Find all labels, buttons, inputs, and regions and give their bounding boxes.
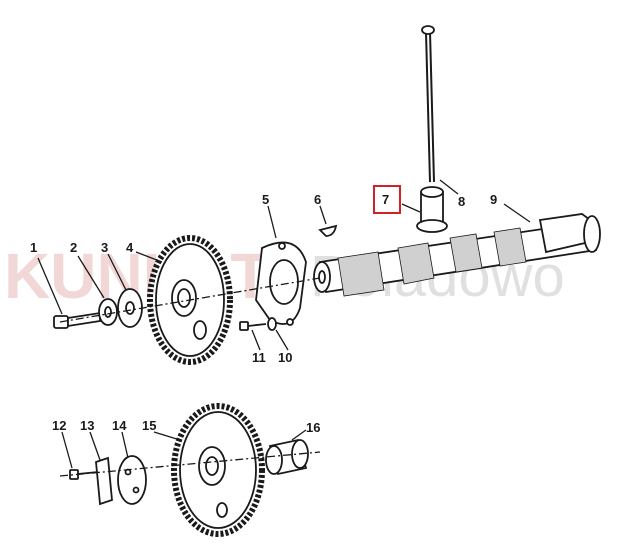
label-part-14: 14	[112, 418, 127, 433]
leader-lines	[37, 179, 531, 469]
label-part-13: 13	[80, 418, 94, 433]
gear-15	[171, 403, 265, 537]
woodruff-key-6	[318, 224, 338, 237]
label-part-4: 4	[126, 240, 134, 255]
bolt-12	[69, 469, 99, 480]
washer-2	[98, 298, 118, 326]
label-part-1: 1	[30, 240, 37, 255]
label-part-12: 12	[52, 418, 66, 433]
label-part-8: 8	[458, 194, 465, 209]
gasket-plate-5	[255, 241, 307, 326]
tappet-7	[416, 186, 448, 233]
label-part-7: 7	[382, 192, 389, 207]
camshaft-9	[313, 213, 601, 297]
label-part-9: 9	[490, 192, 497, 207]
label-part-6: 6	[314, 192, 321, 207]
label-part-5: 5	[262, 192, 269, 207]
washer-10	[267, 317, 277, 331]
highlight-box-part-7	[373, 185, 401, 214]
bolt-1	[53, 311, 101, 329]
label-part-15: 15	[142, 418, 156, 433]
lock-plate-13	[95, 456, 113, 506]
thrust-plate-14	[117, 455, 147, 505]
label-part-11: 11	[252, 350, 266, 365]
plate-3	[117, 288, 143, 328]
bolt-11	[239, 321, 267, 331]
label-part-3: 3	[101, 240, 108, 255]
label-part-10: 10	[278, 350, 292, 365]
label-part-2: 2	[70, 240, 77, 255]
label-part-16: 16	[306, 420, 320, 435]
push-rod-8	[421, 25, 435, 183]
